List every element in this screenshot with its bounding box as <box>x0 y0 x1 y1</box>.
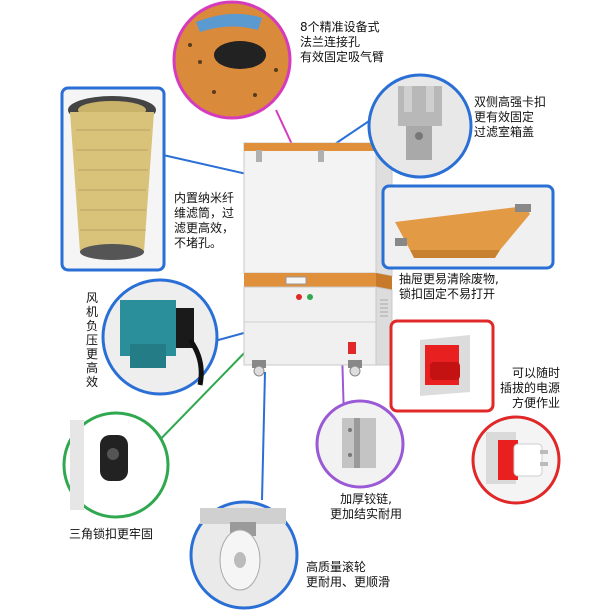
latch-detail-photo <box>367 73 473 179</box>
caption-char: 高 <box>85 361 98 375</box>
caption-drawer: 抽屉更易清除废物, 锁扣固定不易打开 <box>399 272 499 302</box>
connector-line-lock <box>149 344 253 451</box>
caption-line: 可以随时 <box>512 366 561 380</box>
caption-char: 效 <box>85 375 98 389</box>
caption-char: 负 <box>85 319 98 333</box>
caption-line: 维滤筒，过 <box>174 206 235 220</box>
plug-socket-photo <box>471 415 561 505</box>
hinge-detail-photo <box>315 399 405 489</box>
caption-char: 风 <box>85 291 98 305</box>
filter-cartridge-photo <box>60 86 166 272</box>
caption-line: 更加结实耐用 <box>330 507 403 521</box>
caption-line: 过滤室箱盖 <box>474 125 535 139</box>
caption-line: 高质量滚轮 <box>306 560 367 574</box>
caption-line: 插拔的电源 <box>500 381 561 395</box>
caption-line: 8个精准设备式 <box>300 20 380 34</box>
caption-char: 机 <box>85 305 98 319</box>
caption-latch: 双侧高强卡扣 更有效固定 过滤室箱盖 <box>474 95 546 140</box>
caption-line: 有效固定吸气臂 <box>300 50 385 64</box>
caption-flange: 8个精准设备式 法兰连接孔 有效固定吸气臂 <box>300 20 384 65</box>
caption-line: 更有效固定 <box>474 110 535 124</box>
caption-line: 加厚铰链, <box>340 492 392 506</box>
caption-line: 内置纳米纤 <box>174 191 235 205</box>
caption-line: 不堵孔。 <box>174 236 223 250</box>
caption-line: 锁扣固定不易打开 <box>399 287 496 301</box>
caption-line: 滤更高效， <box>174 221 235 235</box>
triangle-lock-photo <box>62 411 170 519</box>
caption-plug: 可以随时 插拔的电源 方便作业 <box>500 366 560 411</box>
caption-line: 法兰连接孔 <box>300 35 361 49</box>
flange-detail-photo <box>172 0 292 120</box>
power-plug-photo <box>389 319 495 413</box>
caption-line: 方便作业 <box>512 396 561 410</box>
caption-line: 更耐用、更顺滑 <box>306 575 391 589</box>
caption-wheel: 高质量滚轮 更耐用、更顺滑 <box>306 560 390 590</box>
caption-char: 压 <box>85 333 98 347</box>
connector-line-wheel <box>261 371 266 501</box>
caster-wheel-photo <box>189 500 299 610</box>
caption-char: 更 <box>85 347 98 361</box>
drawer-detail-photo <box>381 184 555 270</box>
caption-line: 双侧高强卡扣 <box>474 95 547 109</box>
caption-filter: 内置纳米纤 维滤筒，过 滤更高效， 不堵孔。 <box>174 191 234 251</box>
caption-line: 三角锁扣更牢固 <box>69 527 154 541</box>
caption-fan: 风 机 负 压 更 高 效 <box>84 291 100 389</box>
caption-lock: 三角锁扣更牢固 <box>69 527 153 542</box>
caption-hinge: 加厚铰链, 更加结实耐用 <box>330 492 402 522</box>
dust-collector-cabinet <box>243 142 393 377</box>
fan-motor-photo <box>101 278 219 396</box>
caption-line: 抽屉更易清除废物, <box>399 272 499 286</box>
